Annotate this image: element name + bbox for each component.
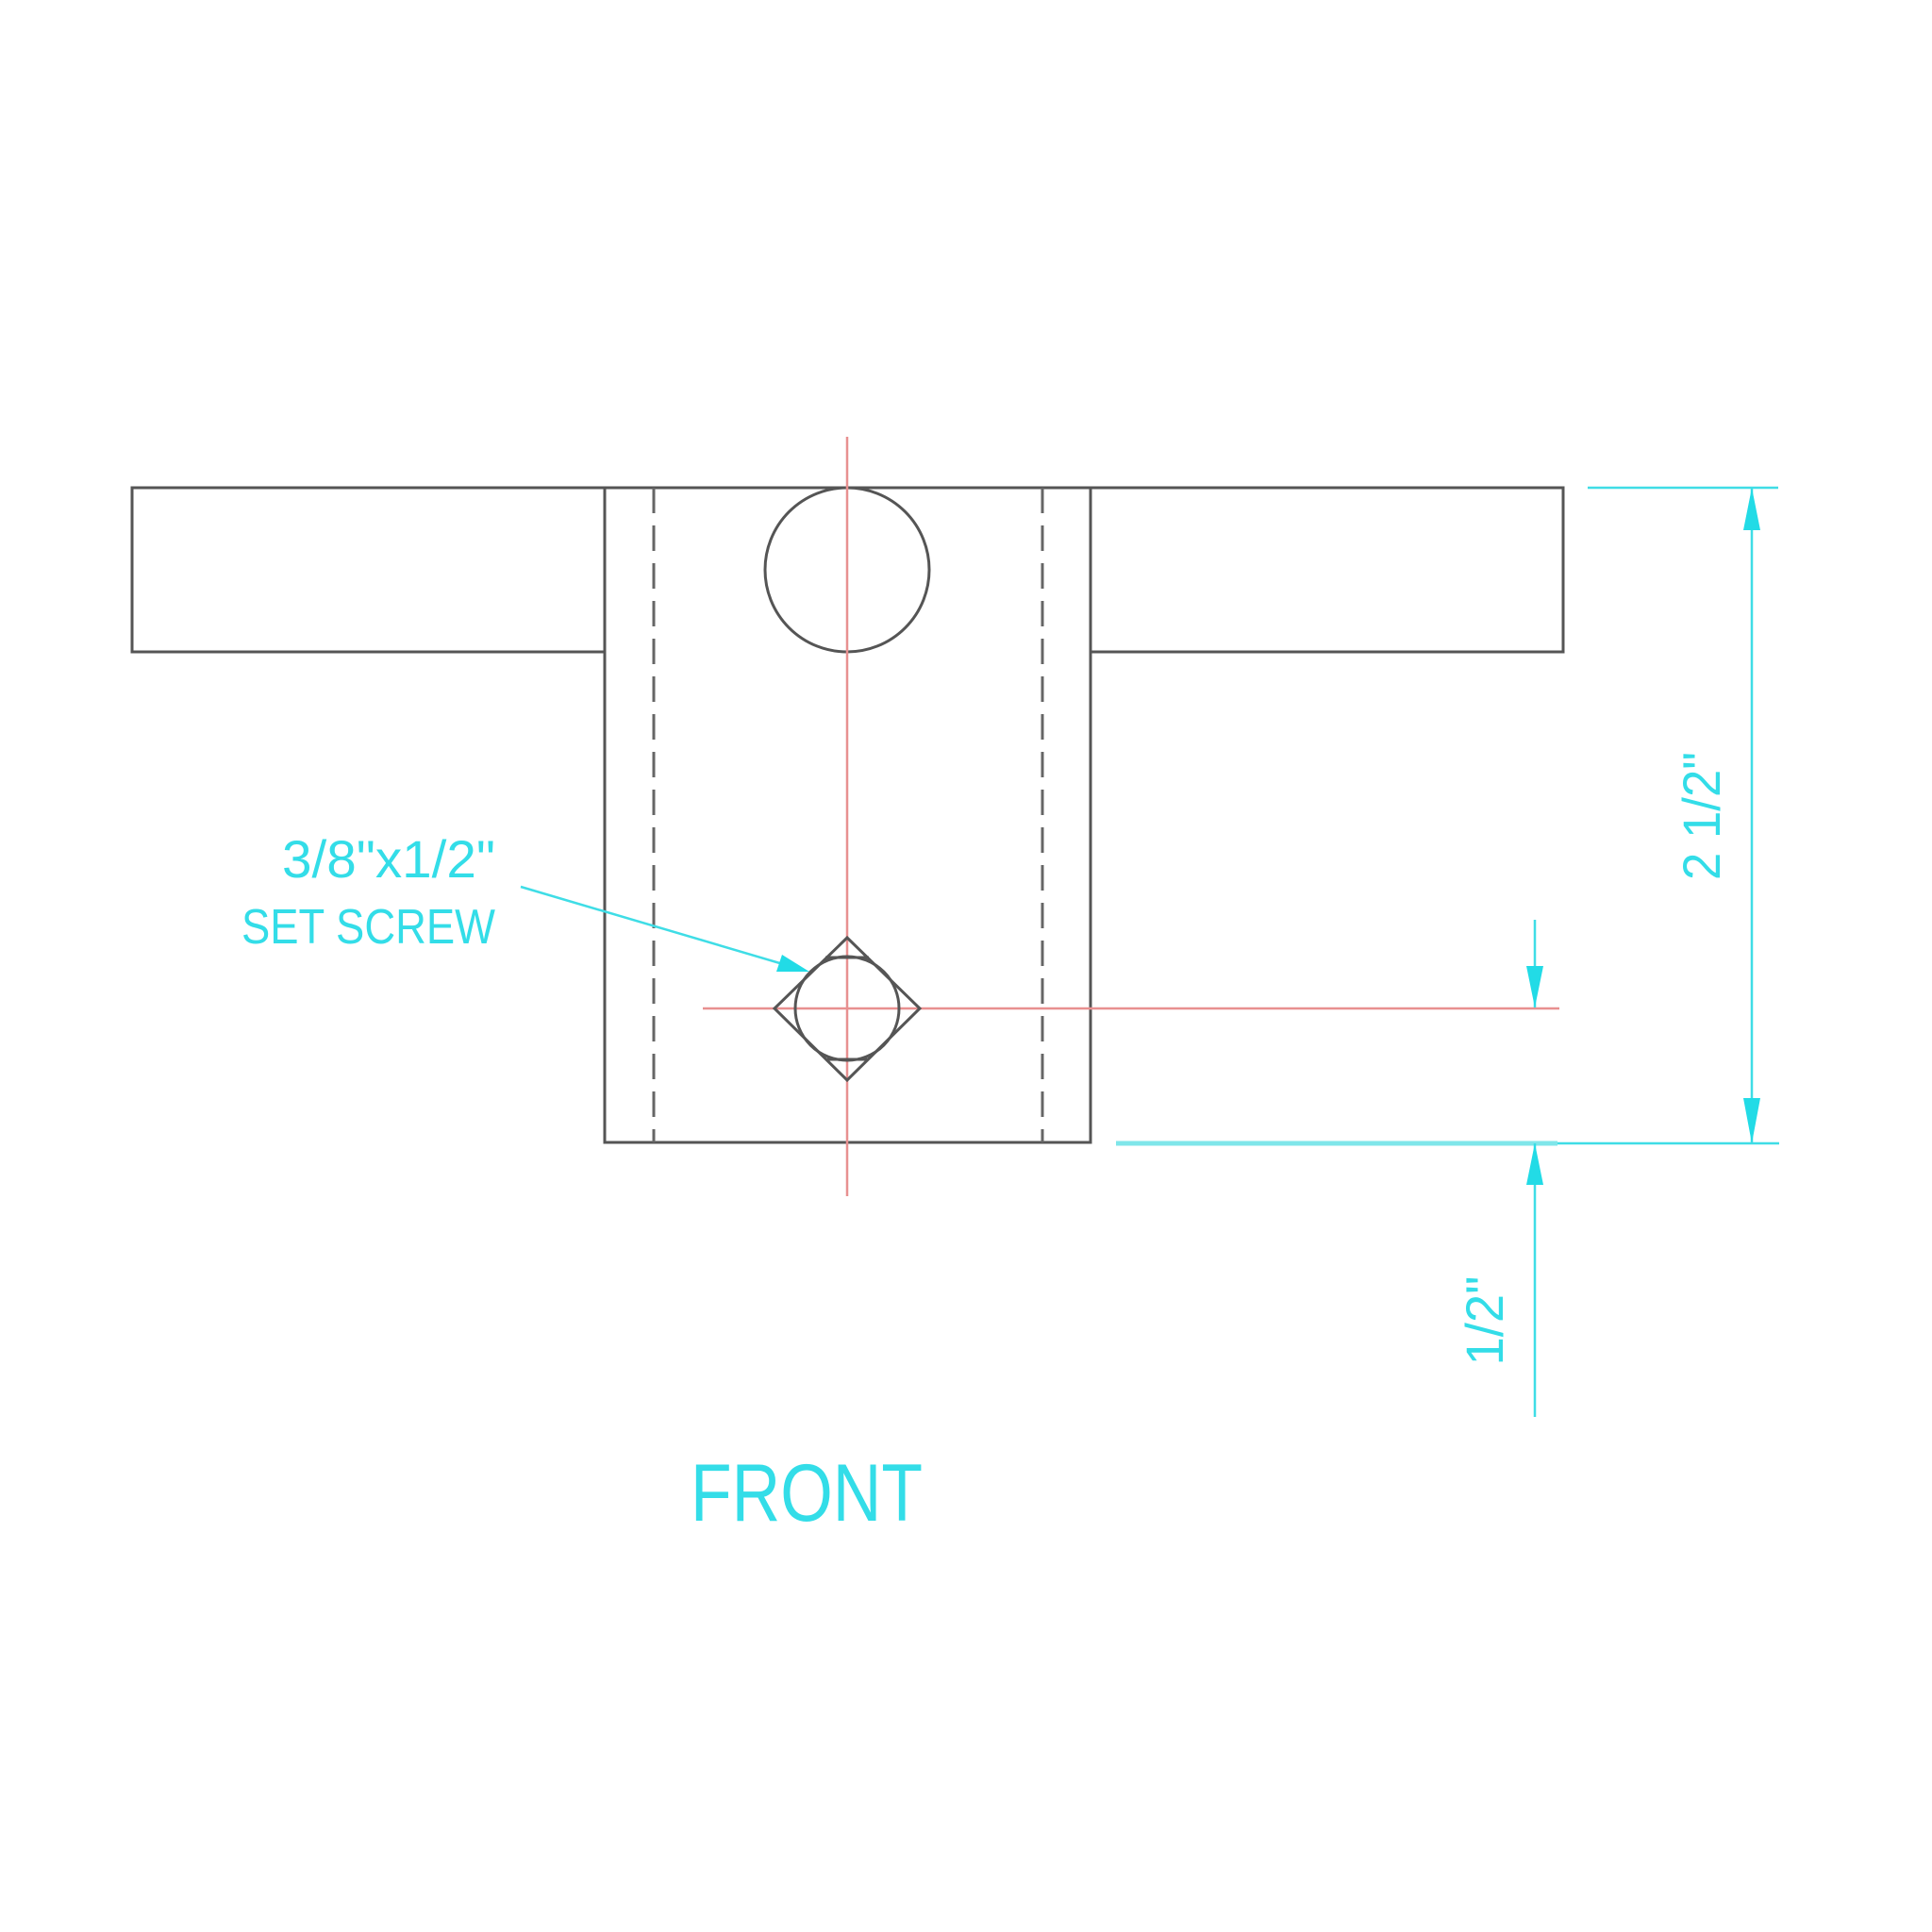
dimension-label-offset: 1/2" [1455,1276,1514,1366]
dimension-screw-offset: 1/2" [1455,920,1543,1417]
dimension-overall-height: 2 1/2" [1116,486,1779,1146]
set-screw-callout: 3/8"x1/2" SET SCREW [242,829,495,955]
set-screw-icon [772,935,923,1083]
callout-line-2: SET SCREW [242,900,495,955]
center-lines [703,437,1559,1196]
arrowhead-down-icon [1743,1098,1760,1143]
arrowhead-up-icon [1743,488,1760,530]
right-arm [1089,486,1565,654]
leader-line [520,885,784,966]
arrowhead-up-offset-icon [1526,1143,1543,1185]
screw-head-square [772,935,923,1083]
arrowhead-down-offset-icon [1526,966,1543,1008]
callout-leader [520,885,809,972]
dimension-label-overall: 2 1/2" [1672,752,1731,880]
view-title: FRONT [691,1448,923,1539]
leader-arrowhead-icon [776,955,809,972]
callout-line-1: 3/8"x1/2" [282,829,495,889]
left-arm [130,486,607,654]
